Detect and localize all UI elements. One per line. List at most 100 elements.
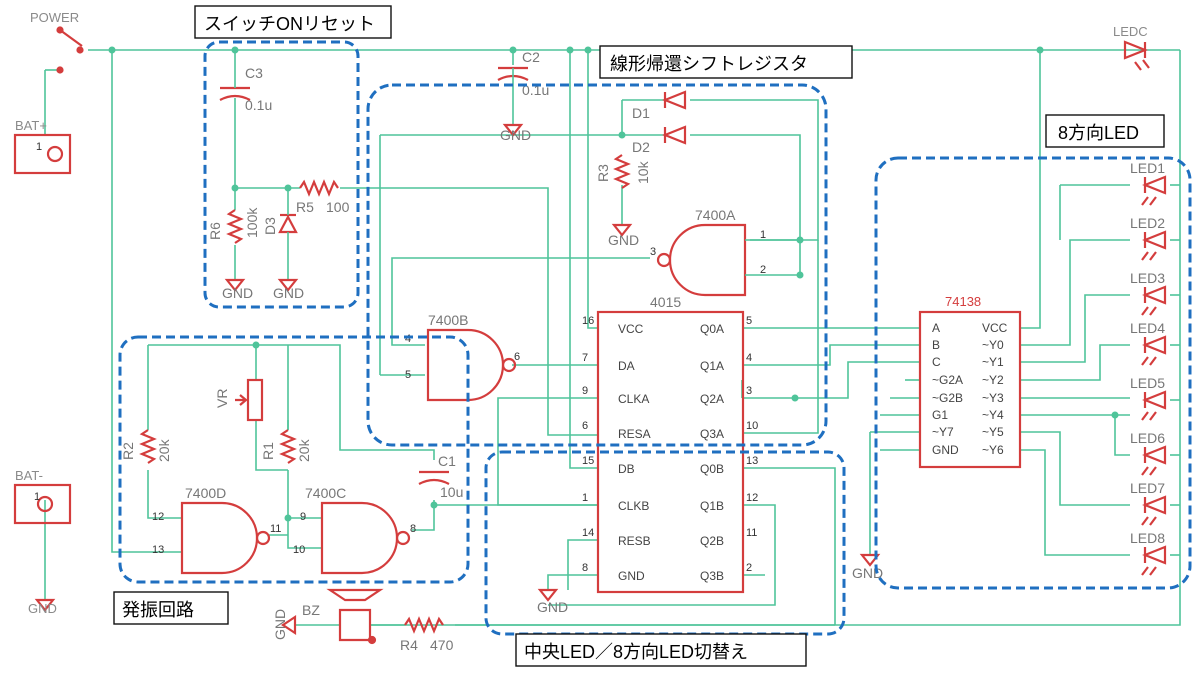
- ic74138-pin-name: A: [932, 321, 940, 335]
- ic4015-pin-num: 1: [582, 492, 588, 504]
- svg-text:7400A: 7400A: [695, 207, 736, 223]
- reset-group-box: [203, 40, 360, 309]
- ic4015-pin-num: 3: [746, 385, 752, 397]
- svg-text:5: 5: [405, 369, 411, 381]
- led: LED8: [1130, 530, 1167, 576]
- osc-group-box: [118, 335, 470, 584]
- led: LED5: [1130, 375, 1167, 421]
- bat-plus-connector: BAT+ 1: [13, 118, 72, 175]
- svg-text:R5: R5: [296, 199, 314, 215]
- led-label: LED3: [1130, 270, 1165, 286]
- nand-7400a: 7400A 1 2 3: [650, 207, 766, 297]
- ic4015-pin-num: 4: [746, 352, 752, 364]
- svg-text:7400B: 7400B: [428, 312, 468, 328]
- svg-text:74138: 74138: [945, 294, 981, 309]
- ic74138-pin-name: ~Y1: [982, 355, 1004, 369]
- svg-text:BZ: BZ: [302, 602, 320, 618]
- r1-resistor: R1 20k: [260, 429, 312, 464]
- ic4015-pin-num: 13: [746, 455, 758, 467]
- svg-text:7400D: 7400D: [185, 485, 226, 501]
- wires: [44, 49, 1181, 626]
- nand-7400c: 7400C 9 10 8: [293, 485, 416, 575]
- power-switch: POWER: [30, 10, 84, 74]
- d2-diode: D2: [632, 125, 687, 155]
- svg-text:C1: C1: [438, 453, 456, 469]
- led-label: LED8: [1130, 530, 1165, 546]
- svg-text:LEDC: LEDC: [1113, 24, 1148, 39]
- ic74138-pin-name: ~Y4: [982, 408, 1004, 422]
- bat-minus-label: BAT-: [15, 468, 43, 483]
- svg-text:12: 12: [152, 511, 164, 523]
- ic4015-pin-name: Q0A: [700, 322, 724, 336]
- svg-text:GND: GND: [28, 601, 57, 616]
- nand-7400d: 7400D 12 13 11: [152, 485, 281, 575]
- junctions: [108, 46, 1119, 522]
- svg-text:GND: GND: [608, 232, 639, 248]
- ic74138-pin-name: C: [932, 355, 941, 369]
- svg-text:R6: R6: [207, 222, 223, 240]
- d3-diode: D3: [262, 210, 298, 240]
- bat-plus-pin: 1: [36, 141, 42, 153]
- nand-7400b: 7400B 4 5 6: [405, 312, 520, 402]
- vr-potentiometer: VR: [214, 378, 264, 422]
- ic4015-pin-num: 11: [746, 527, 757, 539]
- lfsr-callout: 線形帰還シフトレジスタ: [610, 54, 808, 74]
- ledc: LEDC: [1113, 24, 1150, 71]
- svg-text:D3: D3: [262, 217, 278, 235]
- svg-text:2: 2: [760, 264, 766, 276]
- ic4015-pin-name: RESA: [618, 427, 651, 441]
- c1-capacitor: C1 10u: [418, 453, 463, 500]
- svg-text:4015: 4015: [650, 294, 681, 310]
- bat-minus-pin: 1: [34, 491, 40, 503]
- led-label: LED6: [1130, 430, 1165, 446]
- svg-text:13: 13: [152, 544, 164, 556]
- switch-callout: 中央LED／8方向LED切替え: [524, 642, 748, 662]
- ic4015-pin-num: 12: [746, 492, 758, 504]
- svg-text:4: 4: [405, 333, 411, 345]
- ic74138-pin-name: ~Y6: [982, 443, 1004, 457]
- ic74138-pin-name: ~G2B: [932, 391, 963, 405]
- svg-text:9: 9: [300, 511, 306, 523]
- led: LED1: [1130, 160, 1167, 206]
- group-boxes: [118, 40, 1192, 636]
- svg-text:7400C: 7400C: [305, 485, 346, 501]
- r3-resistor: R3 10k: [595, 154, 651, 189]
- ic-4015: 4015 16VCC7DA9CLKA6RESA15DB1CLKB14RESB8G…: [582, 294, 758, 594]
- ic4015-pin-name: Q3A: [700, 427, 724, 441]
- svg-text:10k: 10k: [635, 160, 651, 184]
- svg-text:470: 470: [430, 637, 454, 653]
- svg-text:3: 3: [650, 246, 656, 258]
- svg-text:10: 10: [293, 544, 305, 556]
- svg-text:GND: GND: [537, 599, 568, 615]
- callouts: スイッチONリセット 線形帰還シフトレジスタ 8方向LED 発振回路 中央LED…: [113, 5, 1165, 667]
- svg-text:C2: C2: [522, 49, 540, 65]
- svg-text:R2: R2: [120, 442, 136, 460]
- r6-resistor: R6 100k: [207, 207, 260, 244]
- ic4015-pin-name: VCC: [618, 322, 644, 336]
- ic4015-pin-name: Q0B: [700, 462, 724, 476]
- ic4015-pin-num: 10: [746, 420, 758, 432]
- d1-diode: D1: [632, 90, 687, 121]
- svg-text:GND: GND: [500, 127, 531, 143]
- ic74138-pin-name: GND: [932, 443, 959, 457]
- ic4015-pin-num: 14: [582, 527, 594, 539]
- led-label: LED4: [1130, 320, 1165, 336]
- svg-text:GND: GND: [273, 285, 304, 301]
- svg-text:20k: 20k: [296, 438, 312, 462]
- led8-callout: 8方向LED: [1058, 123, 1139, 143]
- ic4015-pin-name: Q3B: [700, 569, 724, 583]
- led8-group-box: [874, 156, 1192, 590]
- ic4015-pin-num: 15: [582, 455, 594, 467]
- led: LED2: [1130, 215, 1167, 261]
- svg-text:VR: VR: [214, 389, 230, 408]
- ic4015-pin-name: Q2B: [700, 534, 724, 548]
- ic-74138: 74138 ABC~G2A~G2BG1~Y7GNDVCC~Y0~Y1~Y2~Y3…: [918, 294, 1022, 469]
- svg-text:GND: GND: [272, 609, 288, 640]
- power-label: POWER: [30, 10, 79, 25]
- c3-capacitor: C3 0.1u: [219, 65, 272, 113]
- r2-resistor: R2 20k: [120, 429, 172, 464]
- svg-text:R4: R4: [400, 637, 418, 653]
- ic74138-pin-name: ~Y2: [982, 373, 1004, 387]
- svg-text:R3: R3: [595, 164, 611, 182]
